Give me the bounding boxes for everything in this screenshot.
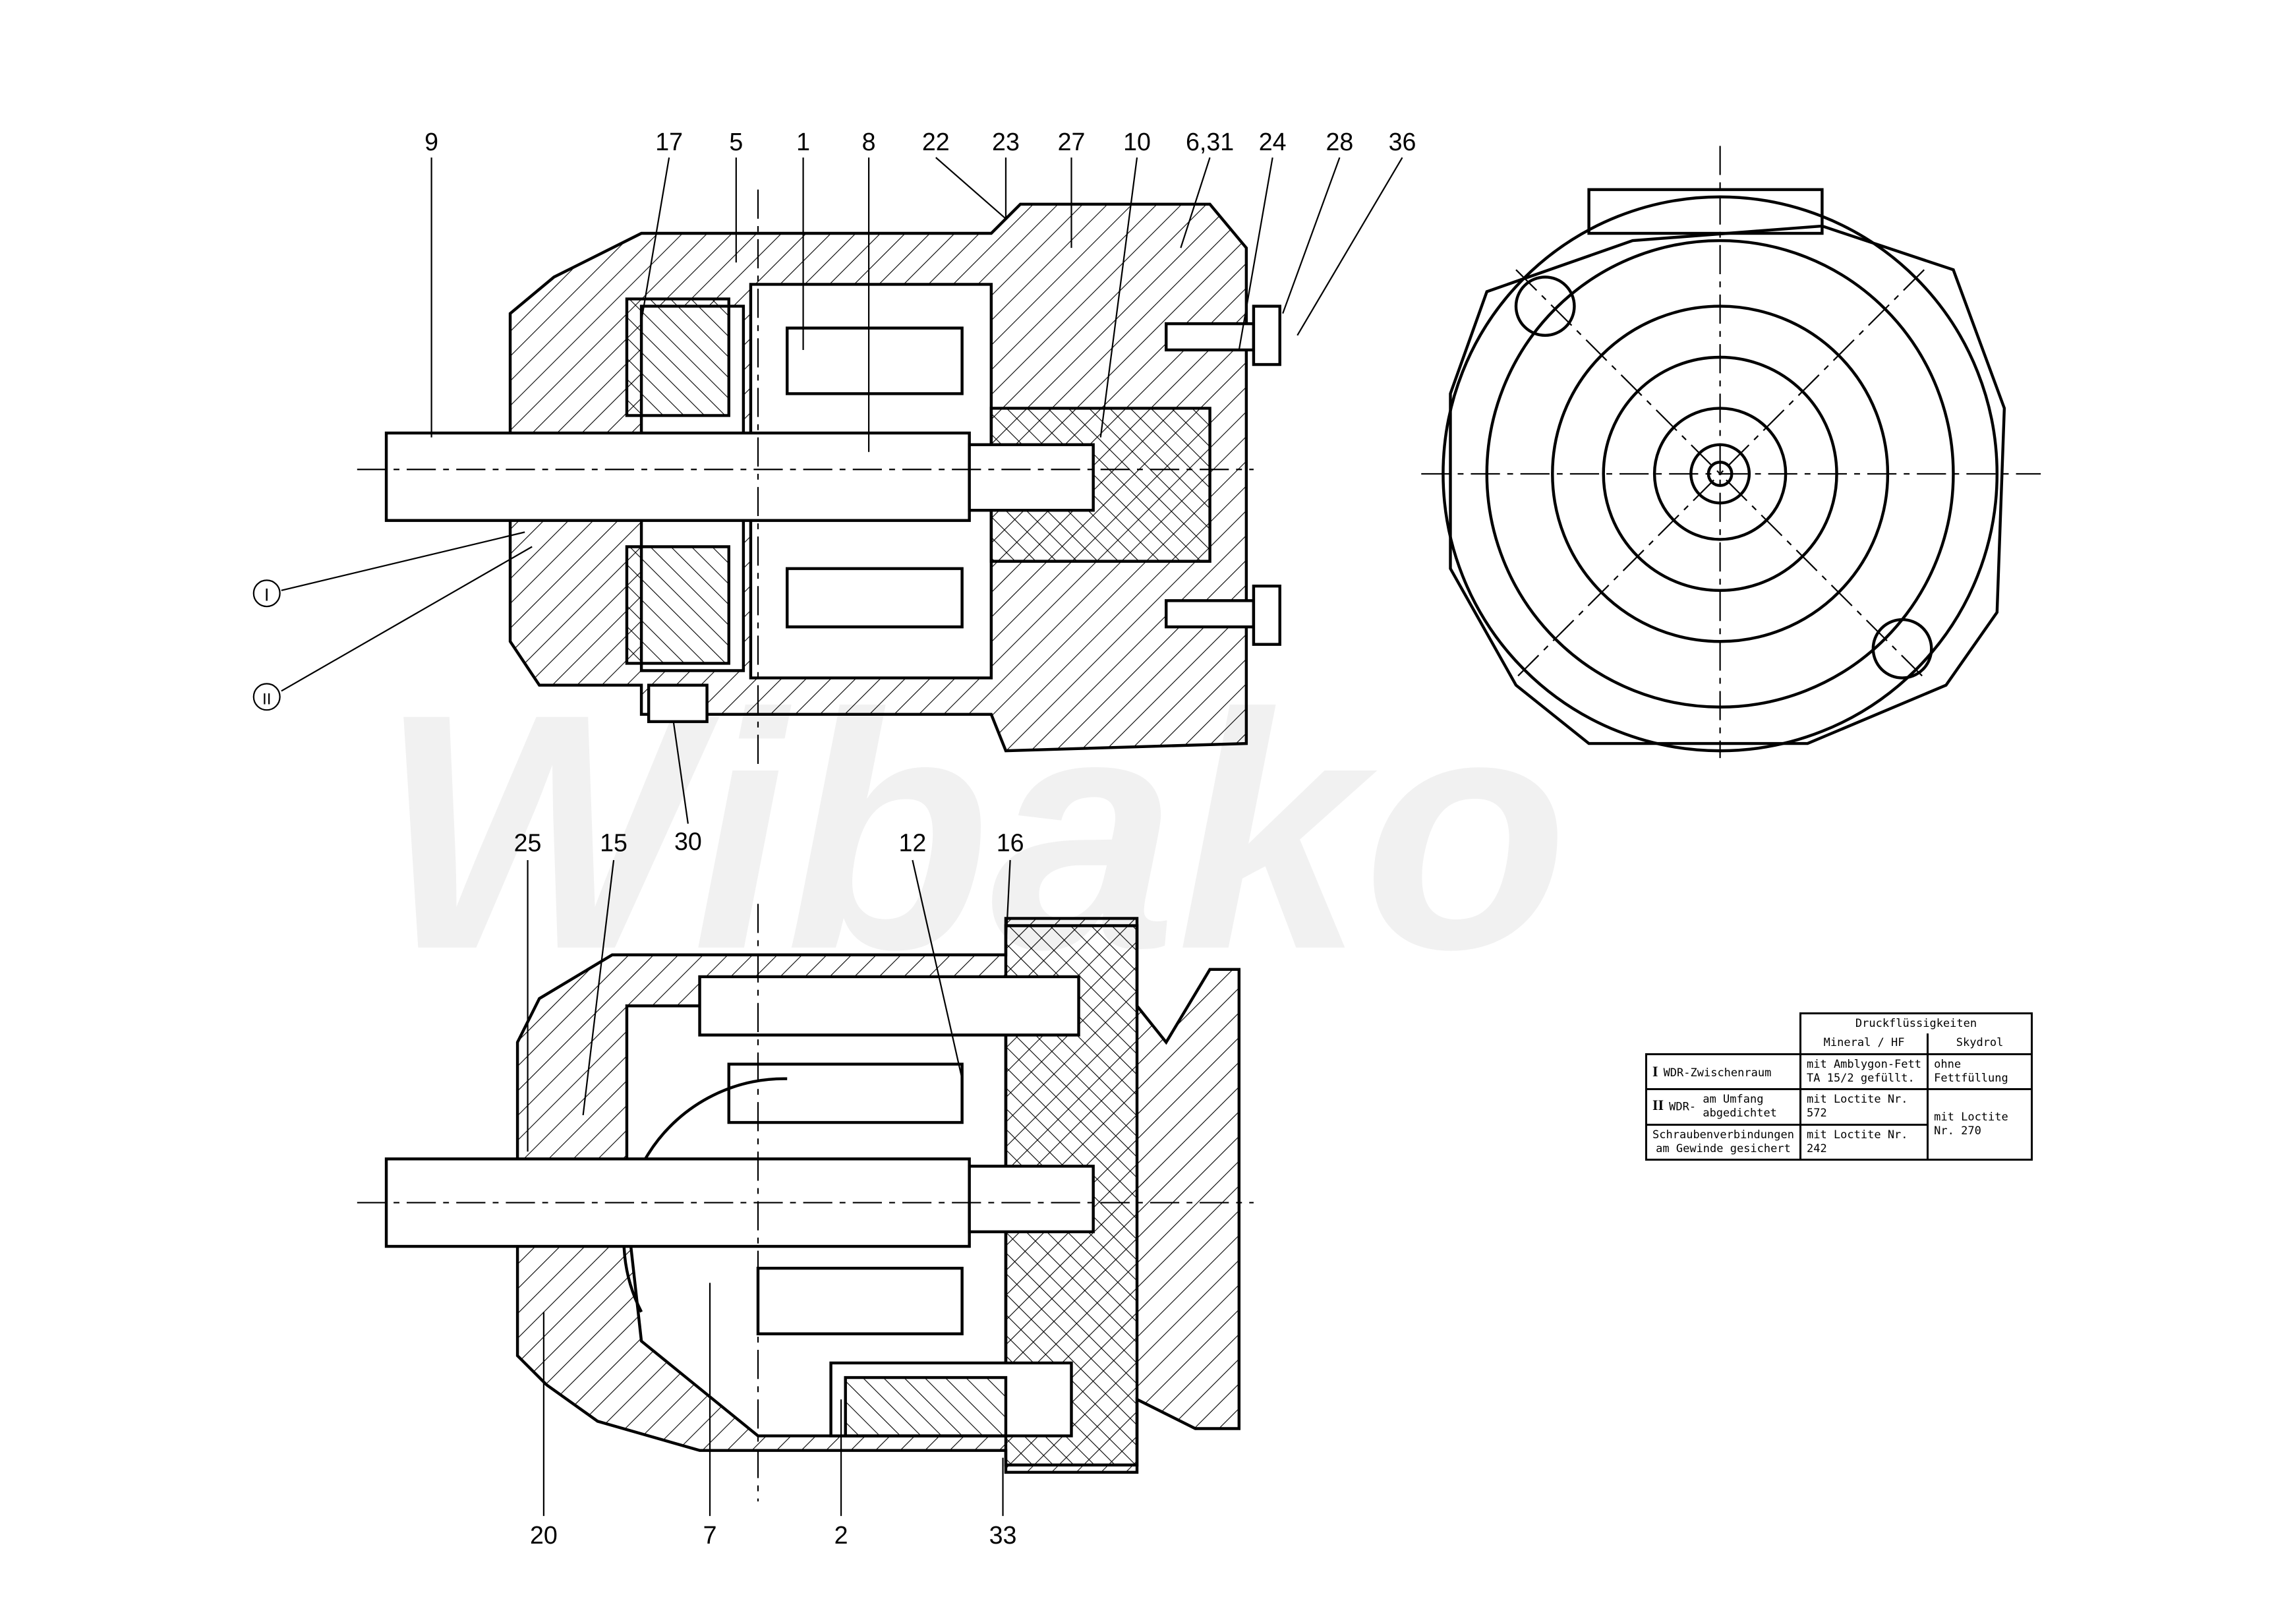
column-skydrol: Skydrol	[1927, 1033, 2033, 1055]
row-label-line1: am Umfang	[1703, 1093, 1764, 1106]
fluid-legend-table: Druckflüssigkeiten Mineral / HF Skydrol …	[1645, 1012, 2033, 1161]
part-label: 16	[997, 829, 1024, 857]
cell-mineral: mit Loctite Nr. 242	[1799, 1123, 1929, 1161]
column-mineral-hf: Mineral / HF	[1799, 1033, 1929, 1055]
header-druckfluessigkeiten: Druckflüssigkeiten	[1799, 1012, 2033, 1034]
part-label: 25	[514, 829, 542, 857]
part-label: 2	[834, 1521, 848, 1549]
part-label: 28	[1326, 128, 1353, 156]
part-label: 6,31	[1186, 128, 1234, 156]
table-row: I WDR-Zwischenraum mit Amblygon-Fett TA 1…	[1645, 1053, 2033, 1090]
part-label: 20	[530, 1521, 558, 1549]
part-label: 1	[796, 128, 810, 156]
roman-numeral: II	[1652, 1097, 1664, 1114]
part-label: 36	[1389, 128, 1416, 156]
bottom-section-view	[357, 904, 1254, 1502]
part-label: 12	[899, 829, 927, 857]
roman-label-i: I	[264, 585, 269, 604]
cell-mineral: mit Amblygon-Fett TA 15/2 gefüllt.	[1799, 1053, 1929, 1090]
cell-mineral: mit Loctite Nr. 572	[1799, 1088, 1929, 1126]
part-label: 22	[922, 128, 950, 156]
row-label: WDR-Zwischenraum	[1663, 1066, 1772, 1080]
part-label: 23	[992, 128, 1020, 156]
row-label-line2: abgedichtet	[1703, 1107, 1777, 1120]
cell-skydrol: ohne Fettfüllung	[1927, 1053, 2033, 1090]
part-label: 27	[1058, 128, 1086, 156]
cell-skydrol: mit Loctite Nr. 270	[1927, 1088, 2033, 1161]
part-label: 17	[655, 128, 683, 156]
leader-lines	[281, 157, 1403, 1517]
row-label-line1: Schraubenverbindungen	[1652, 1128, 1794, 1142]
roman-label-ii: II	[262, 690, 272, 708]
part-label: 30	[674, 828, 702, 856]
part-label: 15	[600, 829, 627, 857]
end-view	[1421, 146, 2041, 759]
roman-numeral: I	[1652, 1063, 1658, 1080]
part-label: 33	[989, 1521, 1017, 1549]
part-label: 7	[703, 1521, 717, 1549]
part-label: 10	[1123, 128, 1151, 156]
part-label: 24	[1259, 128, 1287, 156]
row-label-prefix: WDR-	[1669, 1100, 1697, 1114]
row-label-line2: am Gewinde gesichert	[1656, 1142, 1791, 1155]
part-label: 9	[424, 128, 438, 156]
part-number-labels: 9 17 5 1 8 22 23 27 10 6,31 24 28 36 I I…	[252, 128, 1416, 1549]
top-section-view	[357, 189, 1281, 766]
part-label: 5	[729, 128, 743, 156]
part-label: 8	[862, 128, 876, 156]
